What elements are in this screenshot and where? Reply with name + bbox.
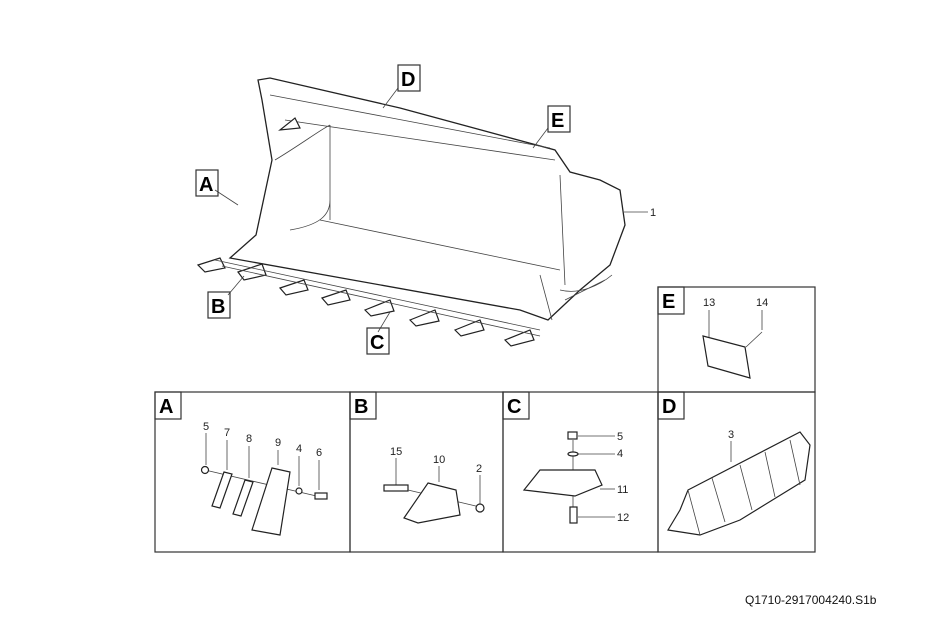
svg-text:5: 5 [617, 431, 623, 443]
panel-B: B 15 10 2 [349, 391, 504, 553]
callout-leaders [214, 87, 648, 333]
svg-text:A: A [199, 174, 213, 196]
svg-text:2: 2 [476, 463, 482, 475]
svg-text:E: E [551, 110, 564, 132]
bucket-assembly [196, 77, 626, 347]
svg-text:4: 4 [617, 448, 623, 460]
svg-text:4: 4 [296, 443, 302, 455]
svg-text:C: C [370, 332, 384, 354]
svg-text:D: D [662, 396, 676, 418]
svg-text:B: B [354, 396, 368, 418]
svg-text:3: 3 [728, 429, 734, 441]
panel-C: C 5 4 11 12 [502, 391, 659, 553]
bucket-teeth [196, 257, 541, 347]
svg-text:6: 6 [316, 447, 322, 459]
panel-D: D 3 [657, 391, 816, 553]
svg-text:B: B [211, 296, 225, 318]
svg-text:7: 7 [224, 427, 230, 439]
svg-text:14: 14 [756, 297, 768, 309]
svg-text:10: 10 [433, 454, 445, 466]
panel-A: A 5 7 8 9 4 6 [154, 391, 351, 553]
svg-text:5: 5 [203, 421, 209, 433]
callout-A: A [195, 169, 219, 197]
svg-text:8: 8 [246, 433, 252, 445]
drawing-code: Q1710-2917004240.S1b [745, 593, 877, 607]
callout-B: B [207, 291, 231, 319]
part-number-1: 1 [650, 207, 656, 219]
callout-E: E [547, 105, 571, 133]
svg-text:12: 12 [617, 512, 629, 524]
callout-C: C [366, 327, 390, 355]
callout-D: D [397, 64, 421, 92]
svg-text:11: 11 [617, 484, 628, 496]
svg-text:D: D [401, 69, 415, 91]
svg-text:E: E [662, 291, 675, 313]
svg-text:C: C [507, 396, 521, 418]
svg-text:9: 9 [275, 437, 281, 449]
svg-text:13: 13 [703, 297, 715, 309]
panel-E: E 13 14 [657, 286, 816, 393]
svg-text:A: A [159, 396, 173, 418]
svg-text:15: 15 [390, 446, 402, 458]
